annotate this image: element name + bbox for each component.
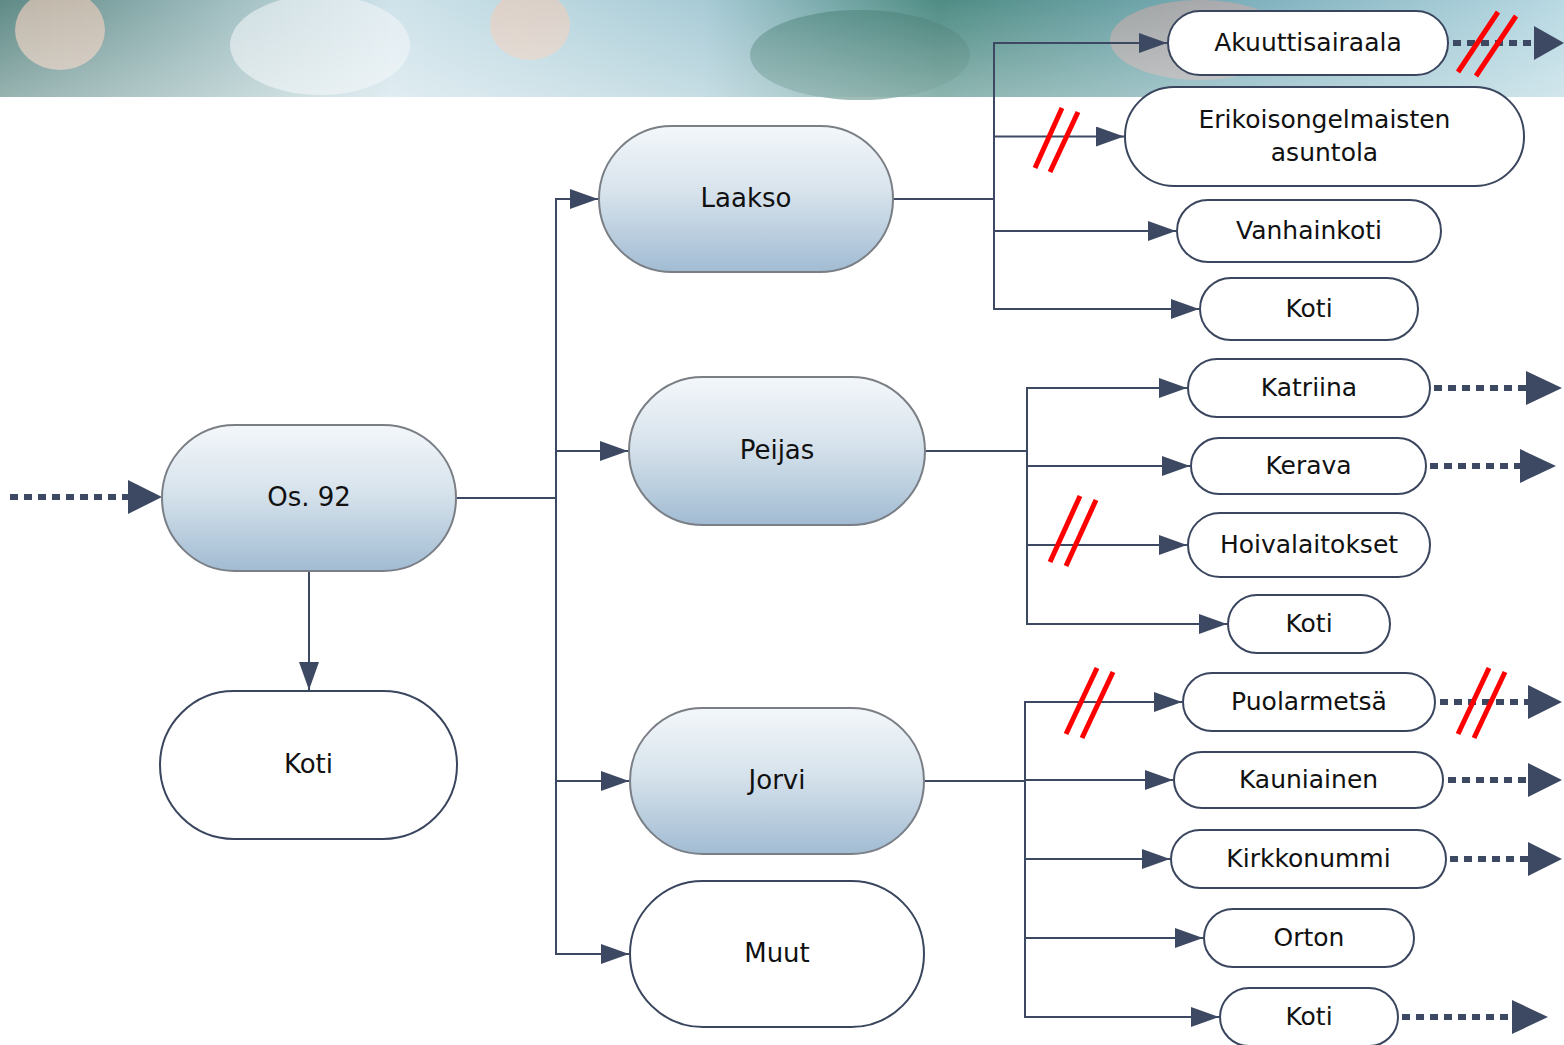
node-label: Kauniainen (1239, 764, 1378, 797)
hospital-node: Laakso (598, 125, 894, 273)
node-label: Akuuttisairaala (1214, 27, 1402, 60)
flow-connector (925, 702, 1182, 781)
flow-connector (925, 781, 1219, 1017)
node-label: Puolarmetsä (1231, 686, 1387, 719)
flow-connector (457, 498, 629, 954)
node-label: Vanhainkoti (1236, 215, 1382, 248)
flow-connector (457, 498, 629, 781)
node-label: Laakso (701, 182, 792, 216)
destination-node: Akuuttisairaala (1167, 10, 1449, 76)
node-label: Peijas (740, 434, 815, 468)
dotted-flow-arrows (10, 26, 1564, 1034)
flow-connector (457, 451, 628, 498)
node-label: Erikoisongelmaisten asuntola (1160, 104, 1489, 169)
node-label: Koti (284, 748, 333, 782)
hospital-node: Peijas (628, 376, 926, 526)
hospital-node: Jorvi (629, 707, 925, 855)
flow-connector (925, 781, 1170, 859)
node-label: Koti (1285, 608, 1332, 641)
destination-node: Kirkkonummi (1170, 829, 1447, 889)
destination-node: Puolarmetsä (1182, 672, 1436, 732)
other-node: Muut (629, 880, 925, 1028)
flow-connector (894, 199, 1176, 231)
destination-node: Kauniainen (1173, 751, 1444, 809)
node-label: Katriina (1261, 372, 1357, 405)
flow-connector (926, 451, 1227, 624)
node-label: Koti (1285, 293, 1332, 326)
flow-connector (457, 199, 598, 498)
blocked-slashes (1035, 12, 1516, 738)
flow-connector (894, 137, 1124, 200)
flow-connector (926, 451, 1187, 545)
flow-connector (894, 199, 1199, 309)
node-label: Jorvi (749, 764, 806, 798)
destination-node: Katriina (1187, 358, 1431, 418)
photo-banner (0, 0, 1564, 100)
node-label: Kirkkonummi (1226, 843, 1390, 876)
flow-connector (926, 451, 1190, 466)
node-label: Os. 92 (267, 481, 351, 515)
home-node: Koti (159, 690, 458, 840)
destination-node: Koti (1199, 277, 1419, 341)
destination-node: Koti (1219, 987, 1399, 1045)
destination-node: Vanhainkoti (1176, 199, 1442, 263)
destination-node: Kerava (1190, 437, 1427, 495)
start-node: Os. 92 (161, 424, 457, 572)
node-label: Kerava (1265, 450, 1351, 483)
flow-connector (925, 781, 1203, 938)
node-label: Muut (744, 937, 810, 971)
flow-connector (926, 388, 1187, 451)
node-label: Koti (1285, 1001, 1332, 1034)
destination-node: Koti (1227, 594, 1391, 654)
node-label: Orton (1274, 922, 1345, 955)
node-label: Hoivalaitokset (1220, 529, 1398, 562)
destination-node: Orton (1203, 908, 1415, 968)
flow-connector (308, 572, 310, 690)
destination-node: Hoivalaitokset (1187, 512, 1431, 578)
destination-node: Erikoisongelmaisten asuntola (1124, 86, 1525, 187)
